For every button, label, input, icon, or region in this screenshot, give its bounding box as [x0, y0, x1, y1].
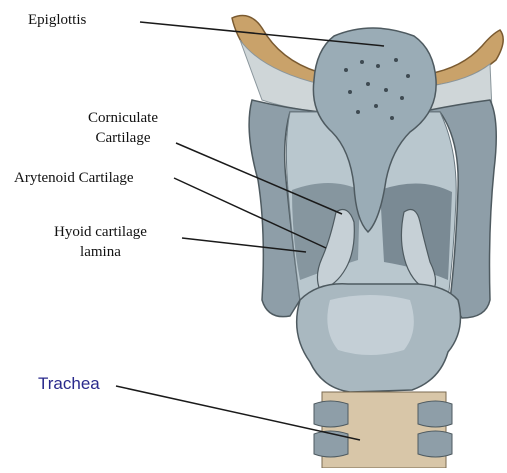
label-hyoid-line1: Hyoid cartilage — [54, 222, 147, 242]
label-corniculate-line1: Corniculate — [88, 108, 158, 128]
label-corniculate-cartilage: Corniculate Cartilage — [88, 108, 158, 148]
label-hyoid-line2: lamina — [54, 242, 147, 262]
label-epiglottis: Epiglottis — [28, 10, 86, 30]
label-corniculate-line2: Cartilage — [88, 128, 158, 148]
label-hyoid-cartilage-lamina: Hyoid cartilage lamina — [54, 222, 147, 262]
cricoid-plate-highlight — [327, 295, 414, 355]
label-arytenoid-cartilage: Arytenoid Cartilage — [14, 168, 134, 188]
label-trachea: Trachea — [38, 374, 100, 394]
